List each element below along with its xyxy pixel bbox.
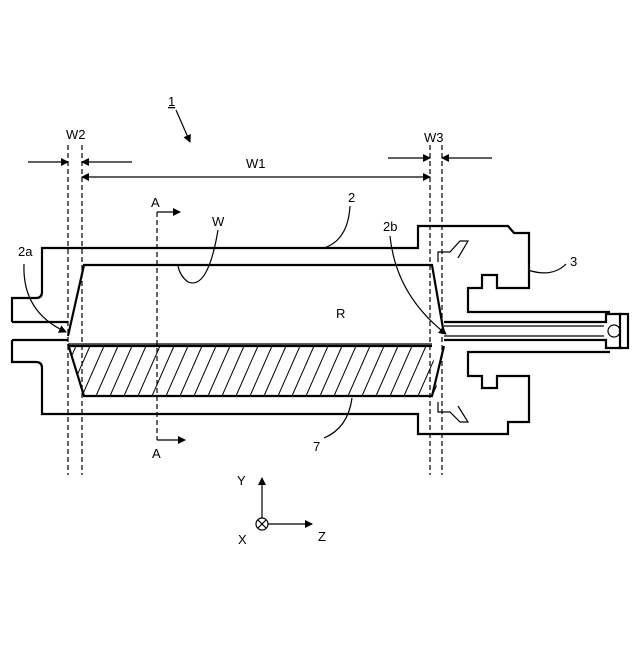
outlet-pipe-bottom — [444, 340, 622, 348]
hatch-line — [96, 346, 118, 396]
leader-2 — [324, 206, 350, 248]
hatch-line — [40, 346, 62, 396]
hatch-line — [404, 346, 426, 396]
flow-path-top-wall — [68, 265, 444, 336]
label-section-bottom: A — [152, 446, 161, 461]
leader-1 — [176, 110, 190, 142]
hatch-line — [82, 346, 104, 396]
nozzle-orifice — [608, 325, 620, 337]
label-axis-y: Y — [237, 473, 246, 488]
hatch-line — [348, 346, 370, 396]
label-2: 2 — [348, 190, 355, 205]
leader-w — [178, 230, 218, 283]
nozzle-tip — [620, 314, 628, 348]
label-2b: 2b — [383, 219, 397, 234]
label-w2: W2 — [66, 127, 86, 142]
label-w3: W3 — [424, 130, 444, 145]
hatch-line — [250, 346, 272, 396]
label-r: R — [336, 306, 345, 321]
hatched-region — [40, 346, 496, 396]
hatch-line — [54, 346, 76, 396]
hatch-line — [306, 346, 328, 396]
hatch-line — [264, 346, 286, 396]
housing-top-outline — [12, 226, 610, 322]
hatch-line — [390, 346, 412, 396]
outlet-pipe-top — [444, 314, 622, 322]
hatch-line — [362, 346, 384, 396]
label-section-top: A — [151, 195, 160, 210]
label-axis-x: X — [238, 532, 247, 547]
hatch-line — [110, 346, 132, 396]
label-7: 7 — [313, 439, 320, 454]
hatch-line — [418, 346, 440, 396]
leader-3 — [528, 264, 566, 273]
label-w: W — [212, 214, 225, 229]
hatch-line — [446, 346, 468, 396]
hatch-line — [376, 346, 398, 396]
hatch-line — [460, 346, 482, 396]
label-3: 3 — [570, 254, 577, 269]
hatch-line — [194, 346, 216, 396]
leader-7 — [324, 398, 352, 438]
hatch-line — [292, 346, 314, 396]
label-axis-z: Z — [318, 529, 326, 544]
hatch-line — [222, 346, 244, 396]
hatch-line — [166, 346, 188, 396]
hatch-line — [180, 346, 202, 396]
label-ref-1: 1 — [168, 94, 175, 109]
hatch-line — [208, 346, 230, 396]
label-2a: 2a — [18, 244, 33, 259]
hatch-line — [236, 346, 258, 396]
hatch-line — [152, 346, 174, 396]
label-w1: W1 — [246, 156, 266, 171]
housing-bottom-outline — [12, 340, 610, 434]
hatch-line — [320, 346, 342, 396]
hatch-line — [124, 346, 146, 396]
leader-2b — [390, 236, 446, 334]
hatch-line — [278, 346, 300, 396]
hatch-line — [334, 346, 356, 396]
